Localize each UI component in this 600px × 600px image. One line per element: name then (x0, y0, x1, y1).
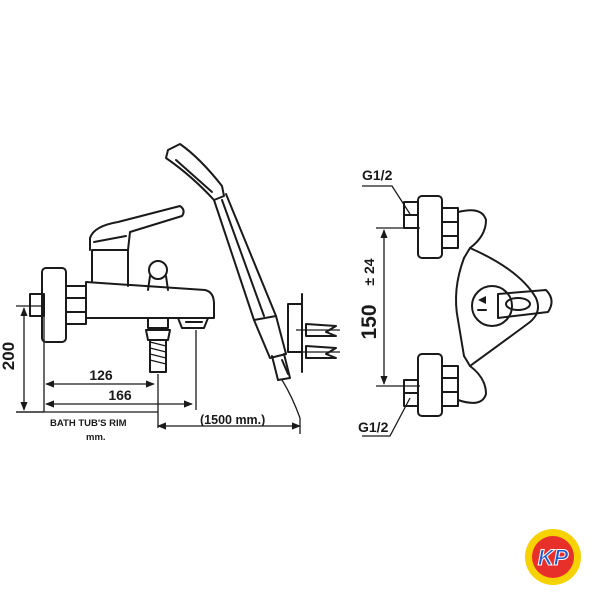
spout-outlet (177, 317, 209, 329)
body-front (469, 247, 539, 367)
tolerance-label: ± 24 (361, 258, 377, 285)
leader-bottom (362, 397, 411, 437)
hex-nut (65, 285, 87, 325)
top-hex-nut (441, 207, 459, 249)
hose-connector (147, 317, 169, 329)
bottom-hex-nut (441, 365, 459, 407)
cartridge-cap (471, 285, 513, 327)
front-view-mixer (403, 195, 553, 417)
body-bottom-curve (457, 355, 487, 404)
dim-150-label: 150 (358, 304, 381, 339)
diverter-knob (148, 260, 168, 280)
shower-head (165, 143, 225, 201)
lever-handle (89, 205, 185, 251)
anchor-bottom (305, 345, 337, 359)
lever-base (91, 249, 129, 287)
thread-top-label: G1/2 (362, 167, 393, 183)
hose-length-label: (1500 mm.) (200, 413, 265, 427)
logo-text: KP (538, 545, 569, 570)
holder-bracket (287, 303, 303, 353)
thread-bottom-label: G1/2 (358, 419, 389, 435)
bottom-flange (417, 353, 443, 417)
unit-label: mm. (86, 432, 106, 443)
top-flange (417, 195, 443, 259)
body-spine (455, 257, 465, 357)
shower-handle (213, 193, 277, 321)
side-view-mixer (29, 205, 215, 373)
shower-holder (253, 315, 287, 359)
rim-label: BATH TUB'S RIM (50, 418, 127, 429)
dim-126-label: 126 (89, 367, 113, 383)
wall-anchors (296, 293, 340, 373)
dim-200-label: 200 (0, 342, 18, 370)
logo-inner-disc (532, 536, 574, 578)
front-lever (497, 289, 553, 319)
leader-top (362, 185, 411, 215)
side-dimensions (16, 305, 301, 434)
mixer-body (85, 281, 215, 319)
front-dimensions (362, 185, 420, 437)
kp-logo: KP (525, 529, 581, 585)
wall-connector (29, 293, 45, 317)
dim-166-label: 166 (108, 387, 132, 403)
body-top-curve (457, 209, 487, 259)
flange-cover (41, 267, 67, 343)
anchor-top (305, 323, 337, 337)
hand-shower (165, 143, 303, 419)
